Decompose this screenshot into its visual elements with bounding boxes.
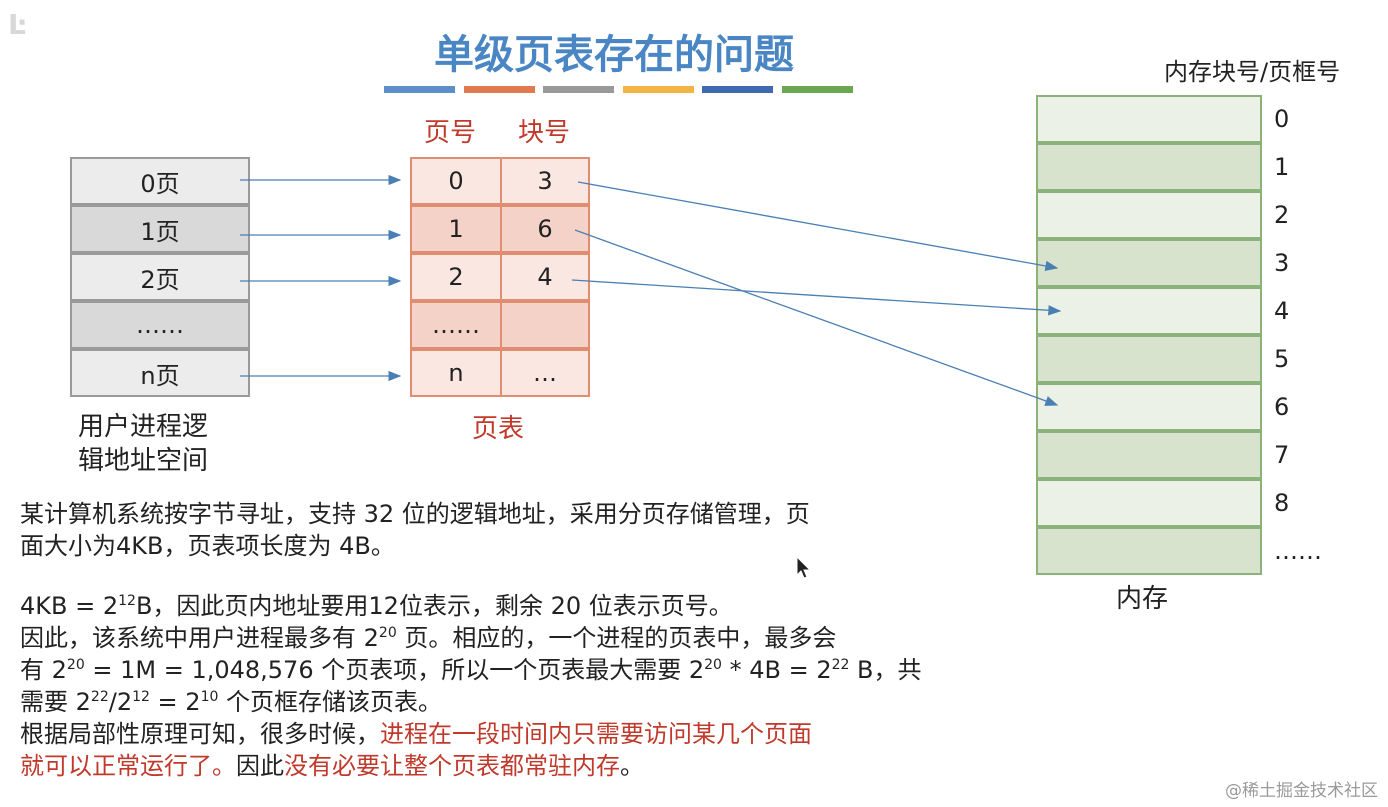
memory-frame: [1036, 191, 1262, 239]
frame-number-label: 2: [1274, 201, 1290, 229]
page-title: 单级页表存在的问题: [434, 32, 794, 78]
paragraph-2: 4KB = 212B，因此页内地址要用12位表示，剩余 20 位表示页号。 因此…: [20, 590, 922, 782]
title-bar-segment: [781, 86, 853, 93]
memory-frame: [1036, 239, 1262, 287]
frame-number-label: ……: [1274, 537, 1322, 565]
page-table-block-cell: …: [500, 349, 590, 397]
memory-frame: [1036, 143, 1262, 191]
frame-number-label: 0: [1274, 105, 1290, 133]
logo: Ŀ: [8, 8, 26, 41]
line-max-pages: 因此，该系统中用户进程最多有 220 页。相应的，一个进程的页表中，最多会: [20, 624, 837, 652]
title-bar-segment: [622, 86, 694, 93]
paragraph-1: 某计算机系统按字节寻址，支持 32 位的逻辑地址，采用分页存储管理，页 面大小为…: [20, 498, 810, 562]
memory-frame: [1036, 335, 1262, 383]
title-bar-segment: [384, 86, 455, 93]
logical-page-row: n页: [70, 349, 250, 397]
page-table-block-cell: [500, 301, 590, 349]
title-bar-segment: [463, 86, 535, 93]
page-table-page-cell: n: [410, 349, 502, 397]
arrow-block6-to-frame6: [574, 229, 1059, 406]
memory-frame: [1036, 287, 1262, 335]
page-table-caption: 页表: [472, 414, 525, 444]
arrow-block4-to-frame4: [571, 279, 1062, 316]
page-table-header-block: 块号: [518, 118, 571, 148]
line-locality-2: 就可以正常运行了。因此没有必要让整个页表都常驻内存。: [20, 752, 644, 780]
arrow-block3-to-frame3: [577, 181, 1059, 272]
logical-space-caption-line2: 辑地址空间: [78, 446, 209, 476]
logical-page-row: 2页: [70, 253, 250, 301]
logical-space-caption-line1: 用户进程逻: [78, 412, 209, 442]
memory-frame: [1036, 383, 1262, 431]
frame-number-label: 3: [1274, 249, 1290, 277]
frame-number-label: 5: [1274, 345, 1290, 373]
memory-frame: [1036, 95, 1262, 143]
memory-caption: 内存: [1116, 584, 1169, 614]
mouse-cursor-icon: [796, 556, 812, 579]
memory-header: 内存块号/页框号: [1164, 58, 1341, 86]
line-page-table-entries: 有 220 = 1M = 1,048,576 个页表项，所以一个页表最大需要 2…: [20, 656, 922, 684]
page-table-page-cell: 1: [410, 205, 502, 253]
page-table-page-cell: 0: [410, 157, 502, 205]
frame-number-label: 7: [1274, 441, 1290, 469]
page-table-header-page: 页号: [424, 118, 477, 148]
page-table-block-cell: 6: [500, 205, 590, 253]
paragraph-1-line-1: 某计算机系统按字节寻址，支持 32 位的逻辑地址，采用分页存储管理，页: [20, 500, 810, 528]
frame-number-label: 4: [1274, 297, 1290, 325]
frame-number-label: 6: [1274, 393, 1290, 421]
line-page-offset: 4KB = 212B，因此页内地址要用12位表示，剩余 20 位表示页号。: [20, 592, 733, 620]
line-frames-needed: 需要 222/212 = 210 个页框存储该页表。: [20, 688, 443, 716]
title-bar-segment: [702, 86, 773, 93]
title-bar-segment: [543, 86, 614, 93]
memory-frame: [1036, 527, 1262, 575]
memory-frame: [1036, 479, 1262, 527]
page-table-page-cell: 2: [410, 253, 502, 301]
logical-space-caption: 用户进程逻 辑地址空间: [78, 410, 208, 478]
line-locality-1: 根据局部性原理可知，很多时候，进程在一段时间内只需要访问某几个页面: [20, 720, 812, 748]
page-table-block-cell: 4: [500, 253, 590, 301]
frame-number-label: 8: [1274, 489, 1290, 517]
paragraph-1-line-2: 面大小为4KB，页表项长度为 4B。: [20, 532, 395, 560]
page-table-block-cell: 3: [500, 157, 590, 205]
logical-page-row: 1页: [70, 205, 250, 253]
watermark: @稀土掘金技术社区: [1225, 781, 1378, 801]
logical-page-row: 0页: [70, 157, 250, 205]
frame-number-label: 1: [1274, 153, 1290, 181]
memory-frame: [1036, 431, 1262, 479]
logical-page-row: ……: [70, 301, 250, 349]
